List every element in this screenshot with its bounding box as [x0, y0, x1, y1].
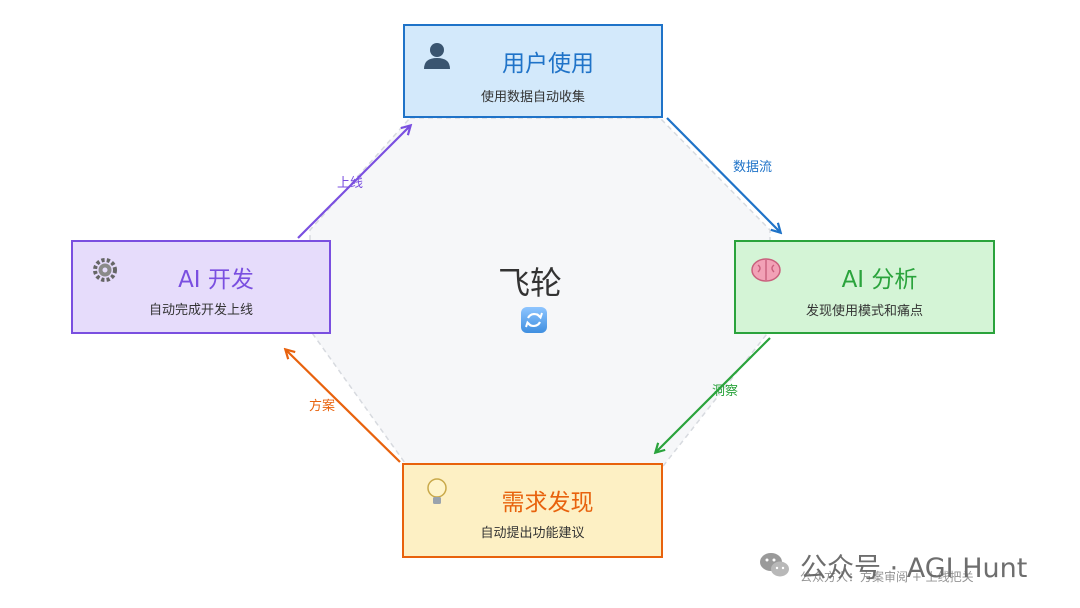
node-subtitle: 使用数据自动收集 — [480, 90, 585, 105]
node-user-usage: 用户使用 使用数据自动收集 — [403, 24, 663, 118]
node-ai-development: AI 开发 自动完成开发上线 — [71, 240, 331, 334]
arrow-launch — [297, 126, 410, 239]
node-ai-analysis: AI 分析 发现使用模式和痛点 — [734, 240, 995, 334]
watermark-text: 公众号 · AGI Hunt — [800, 553, 1028, 584]
user-icon — [422, 40, 452, 74]
node-subtitle: 自动完成开发上线 — [148, 303, 253, 318]
node-subtitle: 发现使用模式和痛点 — [805, 304, 923, 319]
node-title: AI 分析 — [841, 267, 918, 293]
brain-icon — [750, 256, 782, 288]
arrow-insight — [656, 337, 771, 452]
edge-label-data-flow: 数据流 — [733, 160, 773, 175]
gear-icon — [91, 256, 119, 288]
cycle-arrows-icon — [521, 307, 547, 333]
node-title: 用户使用 — [502, 51, 594, 77]
node-title: AI 开发 — [178, 267, 254, 293]
lightbulb-icon — [426, 477, 448, 511]
arrow-data-flow — [666, 117, 780, 232]
edge-label-insight: 洞察 — [712, 384, 739, 399]
node-demand-discovery: 需求发现 自动提出功能建议 — [402, 463, 663, 558]
wechat-icon — [758, 548, 792, 582]
arrow-solution — [286, 350, 401, 463]
node-title: 需求发现 — [501, 490, 594, 516]
center-title: 飞轮 — [497, 264, 562, 302]
edge-label-launch: 上线 — [337, 176, 364, 191]
watermark-subtext: 公众方人：方案审阅 + 上线把关 — [800, 570, 974, 584]
edge-label-solution: 方案 — [309, 399, 336, 414]
node-subtitle: 自动提出功能建议 — [480, 526, 585, 541]
